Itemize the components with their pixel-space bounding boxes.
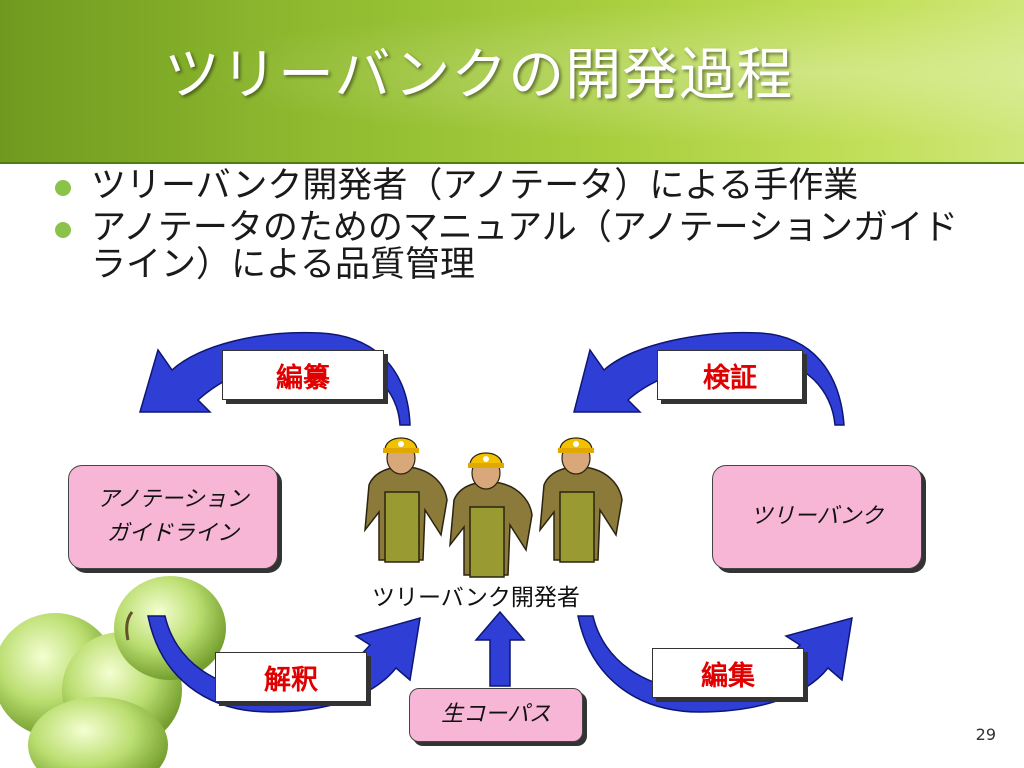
label-edit: 編集 (652, 648, 804, 698)
guideline-box: アノテーション ガイドライン (68, 465, 278, 569)
label-interpret: 解釈 (215, 652, 367, 702)
guideline-line2: ガイドライン (106, 521, 239, 546)
bullet-item: アノテータのためのマニュアル（アノテーションガイドライン）による品質管理 (55, 210, 975, 284)
title-divider (0, 162, 1024, 164)
developers-caption: ツリーバンク開発者 (372, 585, 580, 611)
raw-corpus-box: 生コーパス (409, 688, 583, 742)
treebank-box: ツリーバンク (712, 465, 922, 569)
page-number: 29 (975, 725, 996, 744)
slide-title: ツリーバンクの開発過程 (164, 43, 794, 108)
bullet-text: アノテータのためのマニュアル（アノテーションガイドライン）による品質管理 (91, 208, 958, 285)
guideline-line1: アノテーション (97, 487, 249, 512)
label-edit-compile: 編纂 (222, 350, 384, 400)
bullet-dot-icon (55, 222, 71, 238)
worker-illustration (364, 437, 623, 578)
bullet-list: ツリーバンク開発者（アノテータ）による手作業 アノテータのためのマニュアル（アノ… (55, 168, 975, 289)
raw-corpus-label: 生コーパス (441, 702, 551, 727)
bullet-item: ツリーバンク開発者（アノテータ）による手作業 (55, 168, 975, 205)
label-verify: 検証 (657, 350, 803, 400)
bullet-text: ツリーバンク開発者（アノテータ）による手作業 (91, 166, 859, 206)
treebank-label: ツリーバンク (750, 504, 884, 529)
bullet-dot-icon (55, 180, 71, 196)
apple-decoration (0, 576, 226, 768)
title-banner (0, 0, 1024, 162)
